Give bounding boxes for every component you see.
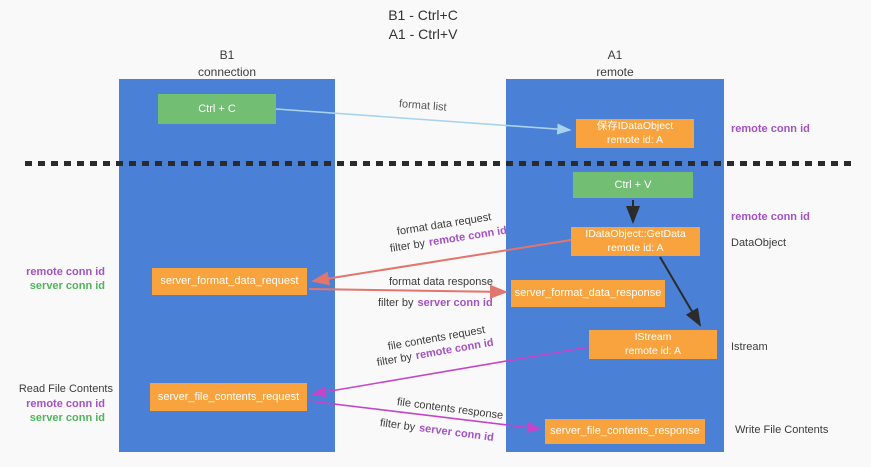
format-data-response-label: format data response [389,276,493,288]
ctrl-c-box: Ctrl + C [158,94,276,124]
ctrl-v-label: Ctrl + V [614,178,652,191]
title-line-1: B1 - Ctrl+C [388,7,458,23]
filter-by-text-4: filter by [379,417,416,434]
filter-by-text-1: filter by [389,237,426,255]
server-file-contents-response-label: server_file_contents_response [550,425,700,438]
lane-b1-subtitle: connection [197,65,257,80]
istream-box: IStream remote id: A [589,330,717,359]
left-server-conn-id-top: server conn id [29,280,105,292]
lane-b1-name: B1 [219,48,235,62]
dataobject-label: DataObject [731,237,787,249]
ctrl-v-box: Ctrl + V [573,172,693,198]
idataobject-getdata-line2: remote id: A [607,241,664,254]
filter-by-text-2: filter by [378,297,414,309]
server-format-data-response-label: server_format_data_response [514,287,662,300]
server-format-data-request-label: server_format_data_request [160,275,299,288]
save-idataobject-box: 保存IDataObject remote id: A [576,119,694,148]
server-file-contents-response-box: server_file_contents_response [545,419,705,444]
read-file-contents-label: Read File Contents [18,383,113,395]
istream-line2: remote id: A [624,344,682,357]
server-file-contents-request-box: server_file_contents_request [150,383,307,411]
right-remote-conn-id-top: remote conn id [731,123,810,135]
lane-header-a1: A1 remote [515,47,715,82]
format-data-response-arrow [308,284,508,299]
server-format-data-request-box: server_format_data_request [152,268,307,295]
lane-a1-subtitle: remote [596,65,634,80]
save-idataobject-line2: remote id: A [606,133,664,146]
format-list-label: format list [398,98,448,114]
idataobject-getdata-line1: IDataObject::GetData [585,227,686,240]
save-idataobject-line1: 保存IDataObject [596,119,674,132]
diagram-title: B1 - Ctrl+C A1 - Ctrl+V [273,6,573,44]
ctrl-c-label: Ctrl + C [198,102,236,115]
server-file-contents-request-label: server_file_contents_request [157,390,300,403]
right-remote-conn-id-mid: remote conn id [731,211,810,223]
left-remote-conn-id-top: remote conn id [26,266,105,278]
idataobject-getdata-box: IDataObject::GetData remote id: A [571,227,700,256]
left-remote-conn-id-bottom: remote conn id [26,398,105,410]
istream-line1: IStream [634,330,672,343]
server-format-data-response-box: server_format_data_response [511,280,665,307]
write-file-contents-label: Write File Contents [735,424,829,436]
left-server-conn-id-bottom: server conn id [29,412,105,424]
session-divider-dashed-line [25,161,857,166]
server-conn-id-text-1: server conn id [417,297,493,309]
filter-by-text-3: filter by [375,350,413,369]
file-contents-response-label: file contents response [396,396,504,422]
lane-a1-name: A1 [607,48,623,62]
lane-header-b1: B1 connection [127,47,327,82]
title-line-2: A1 - Ctrl+V [388,25,458,42]
istream-side-label: Istream [731,341,768,353]
server-conn-id-text-2: server conn id [418,422,495,444]
